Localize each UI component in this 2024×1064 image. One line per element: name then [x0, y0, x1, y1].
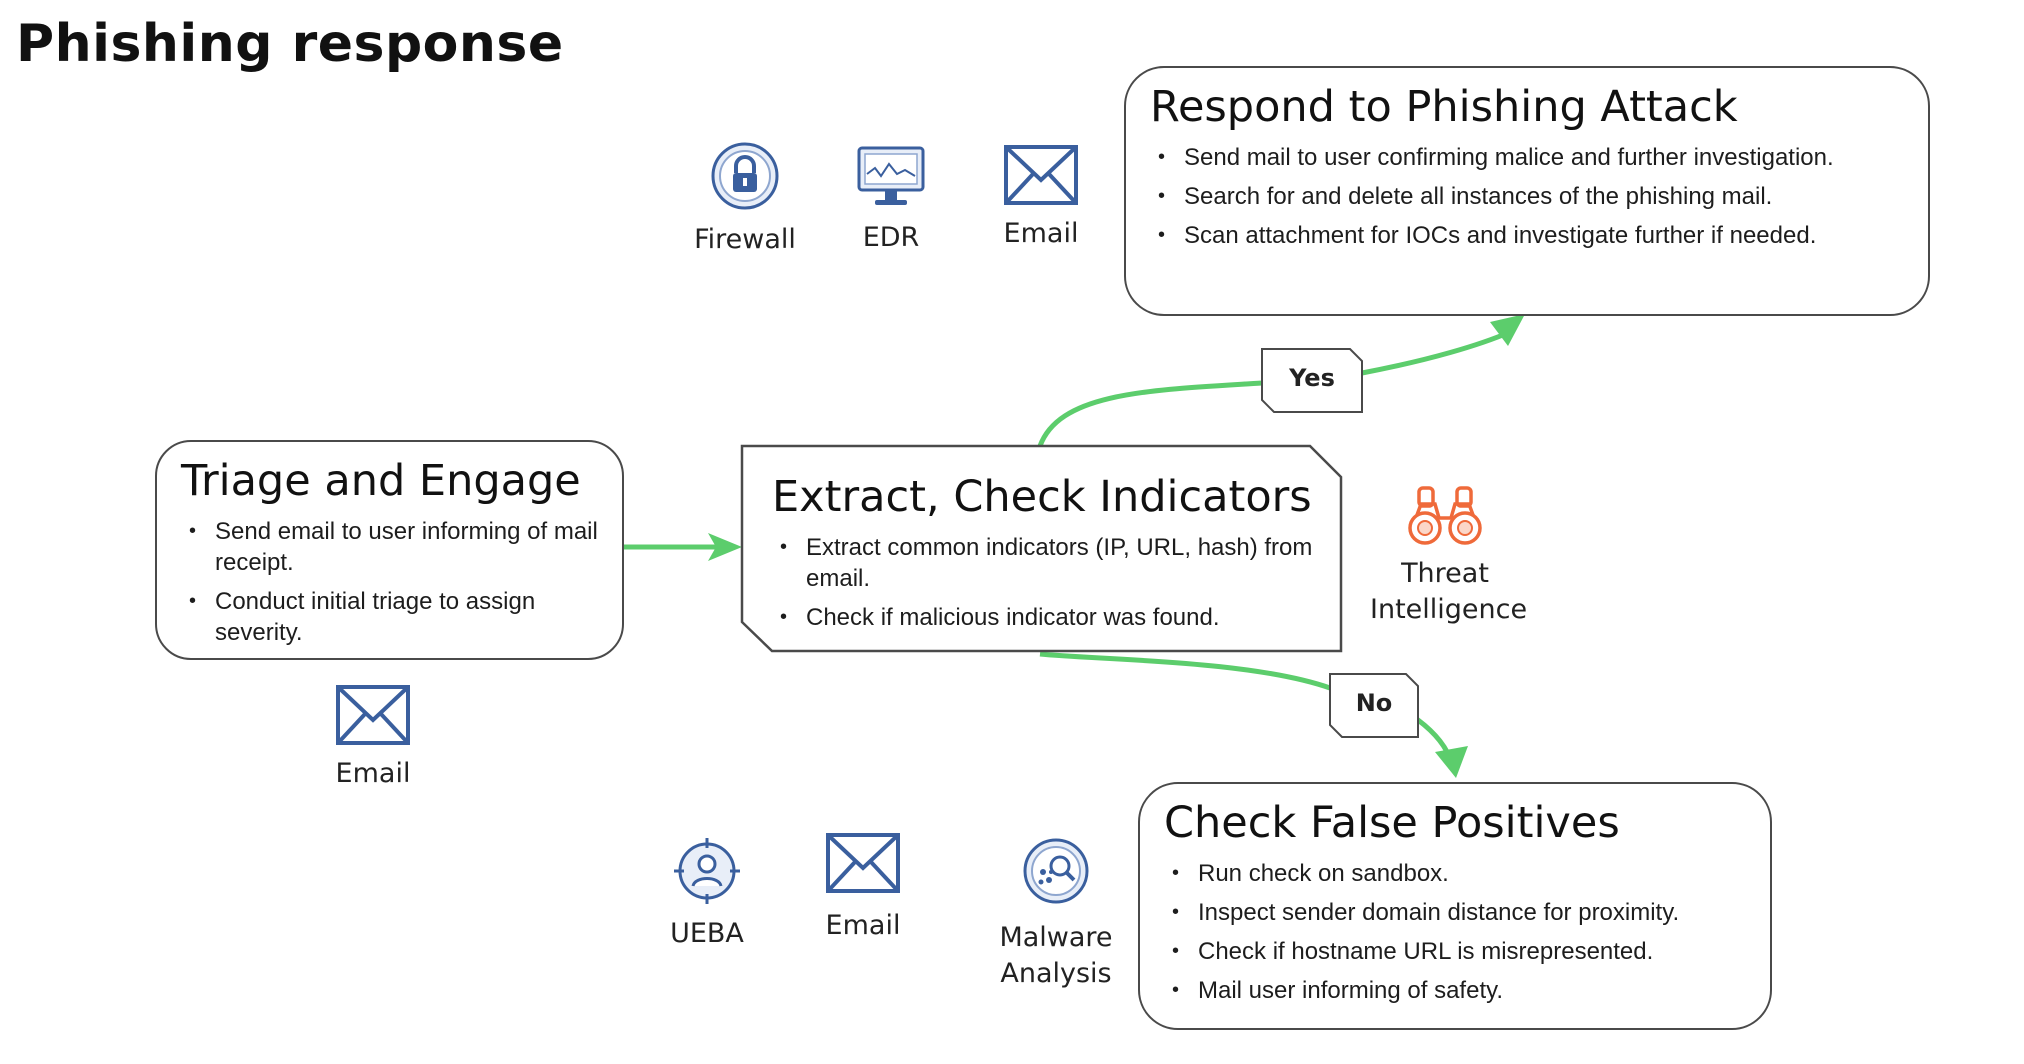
check-fp-bullet-2: Inspect sender domain distance for proxi… [1172, 897, 1746, 928]
respond-bullet-1: Send mail to user confirming malice and … [1158, 142, 1904, 173]
respond-box: Respond to Phishing Attack Send mail to … [1124, 66, 1930, 316]
check-fp-bullet-4: Mail user informing of safety. [1172, 975, 1746, 1006]
yes-label: Yes [1289, 364, 1335, 392]
check-fp-bullets: Run check on sandbox. Inspect sender dom… [1164, 858, 1746, 1006]
tool-edr-label: EDR [862, 222, 920, 253]
triage-bullet-1: Send email to user informing of mail rec… [189, 516, 598, 578]
tool-email-check-fp: Email [778, 832, 948, 944]
malware-scan-icon [1023, 838, 1089, 904]
tool-edr: EDR [806, 144, 976, 256]
extract-bullets: Extract common indicators (IP, URL, hash… [772, 532, 1316, 633]
tool-malware-analysis: Malware Analysis [966, 836, 1146, 992]
arrowhead-respond [1490, 314, 1525, 346]
firewall-lock-icon [711, 142, 779, 210]
monitor-icon [857, 146, 925, 205]
tool-email-respond: Email [956, 144, 1126, 252]
check-fp-bullet-1: Run check on sandbox. [1172, 858, 1746, 889]
tool-email-check-fp-label: Email [825, 910, 901, 941]
tool-malware-analysis-label: Malware Analysis [999, 922, 1113, 989]
extract-title: Extract, Check Indicators [772, 472, 1312, 522]
check-fp-box: Check False Positives Run check on sandb… [1138, 782, 1772, 1030]
respond-bullet-2: Search for and delete all instances of t… [1158, 181, 1904, 212]
envelope-icon [1004, 145, 1078, 205]
extract-box: Extract, Check Indicators Extract common… [742, 446, 1340, 651]
respond-bullets: Send mail to user confirming malice and … [1150, 142, 1904, 251]
yes-tag-shape [1261, 348, 1363, 413]
tool-ueba-label: UEBA [670, 918, 744, 949]
tool-ueba: UEBA [622, 836, 792, 952]
extract-bullet-2: Check if malicious indicator was found. [780, 602, 1316, 633]
arrowhead-extract [708, 533, 742, 561]
envelope-icon [826, 833, 900, 893]
extract-bullet-1: Extract common indicators (IP, URL, hash… [780, 532, 1316, 594]
triage-bullet-2: Conduct initial triage to assign severit… [189, 586, 598, 648]
binoculars-icon [1408, 486, 1482, 545]
tool-threat-intelligence-label: Threat Intelligence [1370, 558, 1528, 625]
tool-firewall: Firewall [660, 140, 830, 258]
tool-email-triage-label: Email [335, 758, 411, 789]
check-fp-title: Check False Positives [1164, 798, 1620, 848]
no-tag-shape [1329, 673, 1419, 738]
no-label: No [1355, 689, 1393, 717]
tool-firewall-label: Firewall [694, 224, 796, 255]
connector-no-to-check-fp [1039, 651, 1455, 765]
triage-bullets: Send email to user informing of mail rec… [181, 516, 598, 648]
user-target-icon [674, 838, 740, 904]
page-title: Phishing response [16, 14, 564, 74]
respond-bullet-3: Scan attachment for IOCs and investigate… [1158, 220, 1904, 251]
arrowhead-check-fp [1435, 746, 1468, 778]
tool-email-respond-label: Email [1003, 218, 1079, 249]
tool-email-triage: Email [288, 684, 458, 792]
check-fp-bullet-3: Check if hostname URL is misrepresented. [1172, 936, 1746, 967]
triage-box: Triage and Engage Send email to user inf… [155, 440, 624, 660]
triage-title: Triage and Engage [181, 456, 581, 506]
tool-threat-intelligence: Threat Intelligence [1355, 482, 1535, 628]
respond-title: Respond to Phishing Attack [1150, 82, 1738, 132]
envelope-icon [336, 685, 410, 745]
connector-yes-to-respond [1037, 329, 1511, 447]
